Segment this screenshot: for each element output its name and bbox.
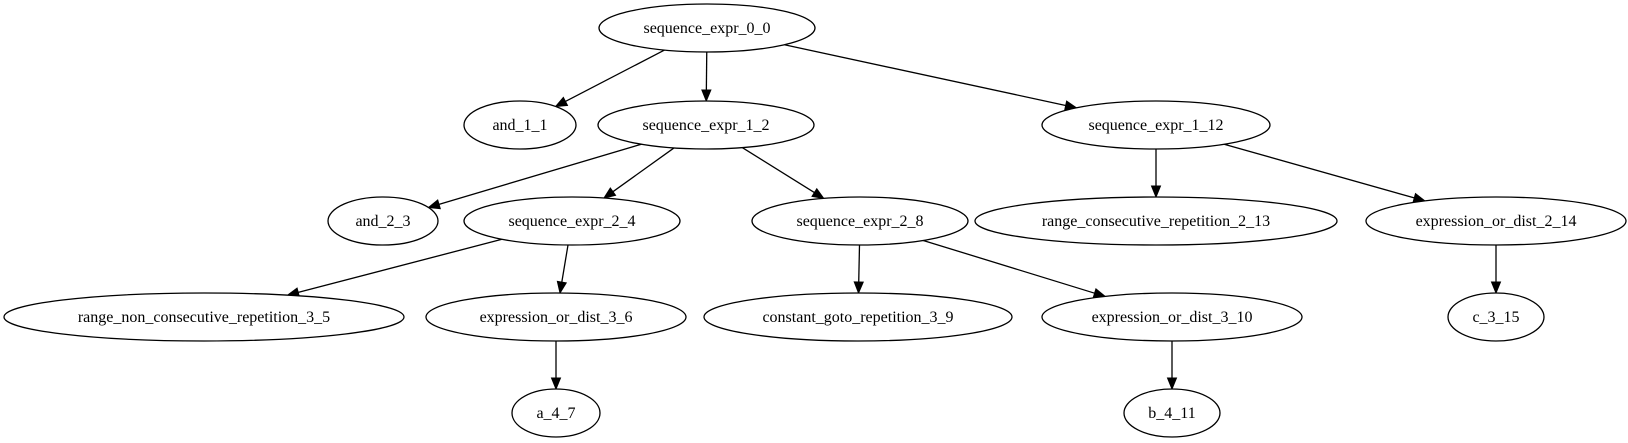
tree-node-expression_or_dist_2_14: expression_or_dist_2_14 [1365, 196, 1627, 246]
tree-node-sequence_expr_1_2: sequence_expr_1_2 [597, 100, 815, 150]
node-label: b_4_11 [1148, 405, 1195, 422]
arrowhead [554, 96, 569, 108]
edge-expression_or_dist_2_14-to-c_3_15 [1490, 245, 1502, 295]
tree-node-range_consecutive_repetition_2_13: range_consecutive_repetition_2_13 [974, 196, 1338, 246]
node-ellipse [327, 196, 439, 246]
tree-node-and_2_3: and_2_3 [327, 196, 439, 246]
node-label: a_4_7 [536, 405, 575, 422]
node-ellipse [1365, 196, 1627, 246]
edge-line [298, 238, 503, 294]
node-label: range_consecutive_repetition_2_13 [1042, 213, 1270, 230]
edge-sequence_expr_0_0-to-sequence_expr_1_2 [701, 51, 712, 103]
node-ellipse [597, 100, 815, 150]
node-ellipse [463, 100, 577, 150]
edge-sequence_expr_0_0-to-sequence_expr_1_12 [784, 44, 1078, 111]
edge-sequence_expr_1_2-to-sequence_expr_2_8 [741, 147, 825, 200]
node-label: c_3_15 [1472, 309, 1519, 326]
edge-line [1223, 143, 1415, 199]
edge-line [858, 244, 861, 283]
node-ellipse [751, 196, 969, 246]
node-label: expression_or_dist_2_14 [1416, 213, 1577, 230]
node-ellipse [425, 292, 687, 342]
edge-sequence_expr_0_0-to-and_1_1 [554, 49, 665, 108]
edge-line [784, 44, 1066, 107]
arrowhead [1150, 185, 1162, 199]
edge-line [565, 49, 665, 103]
tree-node-sequence_expr_2_4: sequence_expr_2_4 [463, 196, 681, 246]
node-ellipse [974, 196, 1338, 246]
edge-sequence_expr_1_12-to-range_consecutive_repetition_2_13 [1150, 149, 1162, 199]
node-ellipse [511, 388, 601, 438]
arrowhead [427, 199, 441, 210]
node-ellipse [703, 292, 1013, 342]
node-ellipse [1447, 292, 1545, 342]
node-label: expression_or_dist_3_10 [1092, 309, 1253, 326]
tree-node-expression_or_dist_3_6: expression_or_dist_3_6 [425, 292, 687, 342]
edge-line [612, 147, 675, 193]
node-ellipse [1041, 100, 1271, 150]
node-label: sequence_expr_1_12 [1088, 117, 1223, 134]
arrowhead [701, 89, 712, 103]
edge-line [438, 143, 642, 205]
node-ellipse [598, 3, 816, 53]
edge-sequence_expr_2_4-to-expression_or_dist_3_6 [556, 244, 569, 295]
tree-node-constant_goto_repetition_3_9: constant_goto_repetition_3_9 [703, 292, 1013, 342]
node-label: sequence_expr_2_4 [508, 213, 635, 230]
edge-line [923, 239, 1095, 294]
tree-node-c_3_15: c_3_15 [1447, 292, 1545, 342]
node-label: range_non_consecutive_repetition_3_5 [78, 309, 330, 326]
edge-sequence_expr_1_12-to-expression_or_dist_2_14 [1223, 143, 1427, 203]
node-label: and_1_1 [492, 117, 547, 134]
node-label: sequence_expr_2_8 [796, 213, 923, 230]
arrowhead [550, 377, 562, 391]
node-label: sequence_expr_1_2 [642, 117, 769, 134]
edge-expression_or_dist_3_6-to-a_4_7 [550, 341, 562, 391]
node-ellipse [1123, 388, 1221, 438]
node-label: sequence_expr_0_0 [643, 20, 770, 37]
arrowhead [602, 187, 617, 199]
node-ellipse [3, 292, 405, 342]
tree-node-and_1_1: and_1_1 [463, 100, 577, 150]
arrowhead [853, 281, 864, 295]
tree-node-sequence_expr_0_0: sequence_expr_0_0 [598, 3, 816, 53]
arrowhead [1490, 281, 1502, 295]
tree-node-a_4_7: a_4_7 [511, 388, 601, 438]
edge-sequence_expr_2_4-to-range_non_consecutive_repetition_3_5 [286, 238, 503, 298]
edge-sequence_expr_2_8-to-constant_goto_repetition_3_9 [853, 244, 864, 295]
edge-line [741, 147, 815, 194]
edge-line [561, 244, 569, 283]
node-label: expression_or_dist_3_6 [480, 309, 633, 326]
tree-node-b_4_11: b_4_11 [1123, 388, 1221, 438]
edge-expression_or_dist_3_10-to-b_4_11 [1166, 341, 1178, 391]
tree-node-sequence_expr_1_12: sequence_expr_1_12 [1041, 100, 1271, 150]
tree-node-sequence_expr_2_8: sequence_expr_2_8 [751, 196, 969, 246]
tree-node-expression_or_dist_3_10: expression_or_dist_3_10 [1041, 292, 1303, 342]
node-ellipse [1041, 292, 1303, 342]
arrowhead [811, 187, 825, 200]
node-layer: sequence_expr_0_0 and_1_1 sequence_expr_1_… [3, 3, 1627, 438]
edge-sequence_expr_2_8-to-expression_or_dist_3_10 [923, 239, 1107, 299]
node-label: and_2_3 [355, 213, 410, 230]
edge-sequence_expr_1_2-to-and_2_3 [427, 143, 642, 210]
node-ellipse [463, 196, 681, 246]
node-label: constant_goto_repetition_3_9 [762, 309, 953, 326]
edge-sequence_expr_1_2-to-sequence_expr_2_4 [602, 147, 675, 199]
edge-layer [286, 44, 1502, 391]
tree-node-range_non_consecutive_repetition_3_5: range_non_consecutive_repetition_3_5 [3, 292, 405, 342]
arrowhead [1166, 377, 1178, 391]
arrowhead [556, 280, 568, 295]
